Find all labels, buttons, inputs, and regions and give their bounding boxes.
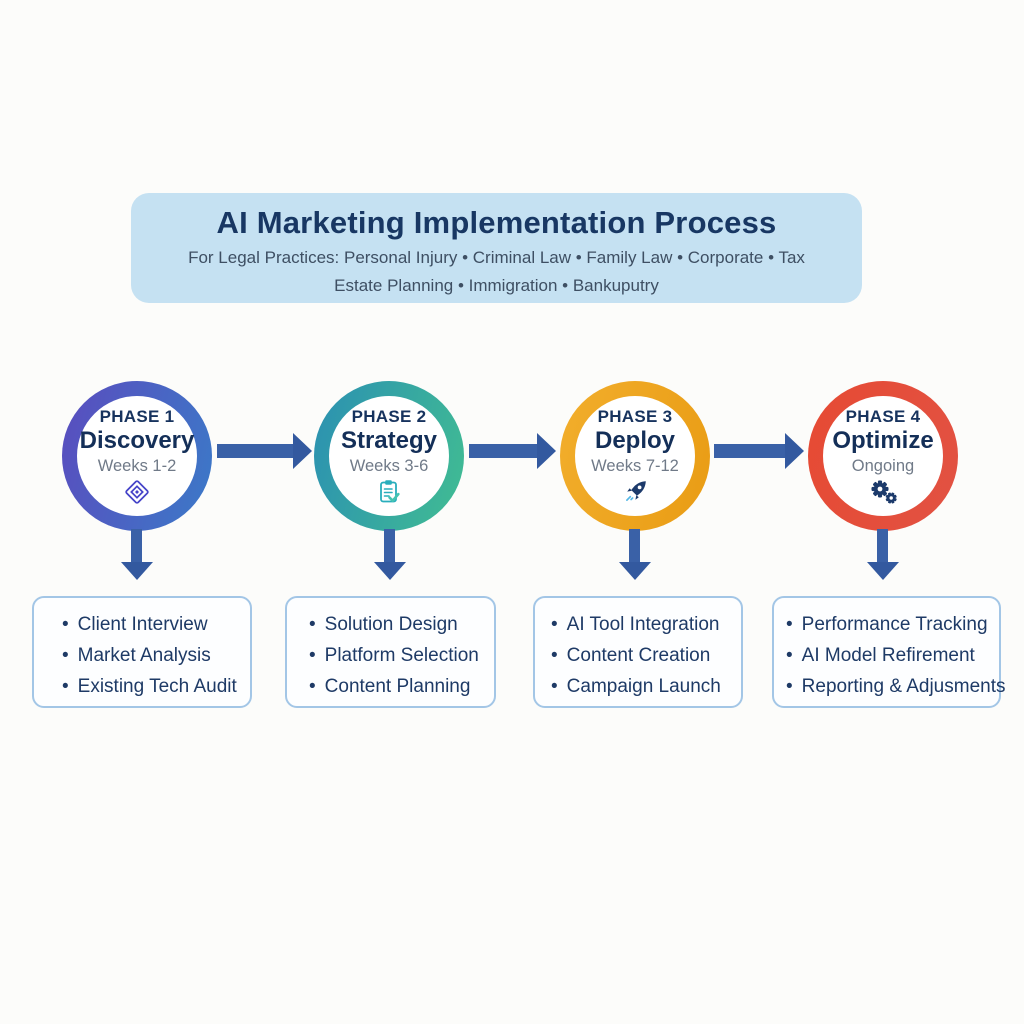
- rocket-icon: [622, 479, 648, 506]
- flow-arrow-1-2: [217, 433, 312, 469]
- phase-2-task-box: Solution Design Platform Selection Conte…: [285, 596, 496, 708]
- phase-2-name: Strategy: [340, 426, 438, 454]
- gears-icon: [868, 479, 898, 506]
- phase-1-circle: PHASE 1 Discovery Weeks 1-2: [62, 381, 212, 531]
- task-item: Content Creation: [551, 640, 735, 671]
- header-subtitle-line1: For Legal Practices: Personal Injury • C…: [188, 248, 805, 267]
- phase-1-label: PHASE 1: [99, 406, 175, 426]
- phase-3-task-list: AI Tool Integration Content Creation Cam…: [551, 609, 735, 702]
- down-arrow-phase-3: [629, 529, 640, 562]
- task-item: Campaign Launch: [551, 671, 735, 702]
- clipboard-check-icon: [377, 479, 401, 506]
- task-item: Existing Tech Audit: [62, 671, 244, 702]
- phase-1-task-list: Client Interview Market Analysis Existin…: [62, 609, 244, 702]
- task-item: Client Interview: [62, 609, 244, 640]
- phase-2-task-list: Solution Design Platform Selection Conte…: [309, 609, 488, 702]
- phase-3-duration: Weeks 7-12: [591, 456, 679, 475]
- phase-3-task-box: AI Tool Integration Content Creation Cam…: [533, 596, 743, 708]
- flow-arrow-3-4: [714, 433, 804, 469]
- phase-4-name: Optimize: [832, 426, 934, 454]
- task-item: Reporting & Adjusments: [786, 671, 1006, 702]
- phase-2-label: PHASE 2: [351, 406, 427, 426]
- flow-arrow-2-3: [469, 433, 556, 469]
- phase-3-circle-inner: PHASE 3 Deploy Weeks 7-12: [575, 396, 695, 516]
- down-arrow-phase-4: [877, 529, 888, 562]
- phase-4-task-box: Performance Tracking AI Model Refirement…: [772, 596, 1006, 708]
- phase-2-circle-inner: PHASE 2 Strategy Weeks 3-6: [329, 396, 449, 516]
- task-item: Platform Selection: [309, 640, 488, 671]
- phase-1-name: Discovery: [79, 426, 195, 454]
- phase-3-circle: PHASE 3 Deploy Weeks 7-12: [560, 381, 710, 531]
- phase-4-task-list: Performance Tracking AI Model Refirement…: [786, 609, 1006, 702]
- task-item: Content Planning: [309, 671, 488, 702]
- phase-4-circle-inner: PHASE 4 Optimize Ongoing: [823, 396, 943, 516]
- down-arrow-phase-2: [384, 529, 395, 562]
- phase-4-duration: Ongoing: [851, 456, 915, 475]
- phase-2-duration: Weeks 3-6: [349, 456, 429, 475]
- task-item: Performance Tracking: [786, 609, 993, 640]
- diamond-target-icon: [124, 479, 150, 506]
- page-title: AI Marketing Implementation Process: [216, 205, 777, 240]
- phase-3-label: PHASE 3: [597, 406, 673, 426]
- phase-4-circle: PHASE 4 Optimize Ongoing: [808, 381, 958, 531]
- task-item: Solution Design: [309, 609, 488, 640]
- phase-1-circle-inner: PHASE 1 Discovery Weeks 1-2: [77, 396, 197, 516]
- header-subtitle-line2: Estate Planning • Immigration • Bankuput…: [334, 276, 659, 295]
- phase-3-name: Deploy: [594, 426, 675, 454]
- header-box: AI Marketing Implementation Process For …: [131, 193, 862, 303]
- task-item: Market Analysis: [62, 640, 244, 671]
- phase-1-task-box: Client Interview Market Analysis Existin…: [32, 596, 252, 708]
- down-arrow-phase-1: [131, 529, 142, 562]
- phase-2-circle: PHASE 2 Strategy Weeks 3-6: [314, 381, 464, 531]
- task-item: AI Tool Integration: [551, 609, 735, 640]
- task-item: AI Model Refirement: [786, 640, 993, 671]
- phase-4-label: PHASE 4: [845, 406, 921, 426]
- phase-1-duration: Weeks 1-2: [97, 456, 177, 475]
